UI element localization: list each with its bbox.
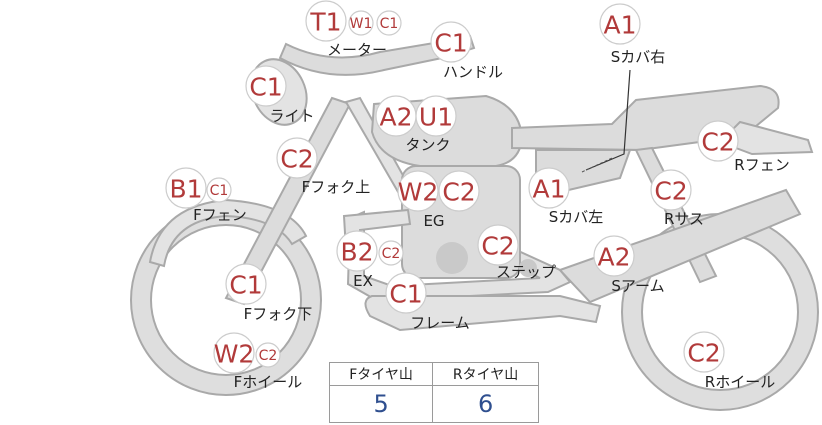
part-label: Rフェン — [734, 156, 789, 174]
part-label: フレーム — [410, 314, 470, 332]
grade-code: C2 — [654, 177, 687, 206]
part-label: Sカバ右 — [611, 48, 666, 66]
part-label: メーター — [327, 41, 387, 59]
part-label: ステップ — [496, 263, 556, 281]
grade-badge — [528, 167, 570, 209]
grade-badge — [697, 120, 739, 162]
grade-badge — [206, 177, 232, 203]
grade-badge — [165, 167, 207, 209]
step-peg — [519, 259, 537, 277]
grade-code: A1 — [532, 175, 565, 204]
grade-badge — [255, 342, 281, 368]
part-label: Sアーム — [611, 277, 664, 295]
part-label: ライト — [269, 107, 314, 125]
grade-badge — [213, 332, 255, 374]
grade-badge — [593, 235, 635, 277]
grade-code: C2 — [259, 348, 278, 364]
grade-code: A1 — [603, 11, 636, 40]
grade-badge — [415, 95, 457, 137]
part-step: C2 ステップ — [477, 224, 556, 281]
grade-code: C2 — [701, 128, 734, 157]
grade-code: C2 — [442, 178, 475, 207]
grade-badge — [348, 10, 374, 36]
grade-code: C2 — [382, 246, 401, 262]
part-handle: C1 ハンドル — [430, 21, 503, 81]
grade-badge — [336, 230, 378, 272]
grade-badge — [378, 240, 404, 266]
grade-badge — [245, 65, 287, 107]
grade-code: C1 — [380, 16, 399, 32]
part-frame: C1 フレーム — [385, 272, 470, 332]
tire-tread-table: Fタイヤ山 Rタイヤ山 5 6 — [328, 362, 539, 423]
side-cover-right-dash — [581, 157, 613, 173]
grade-code: B1 — [169, 175, 202, 204]
grade-badge — [599, 3, 641, 45]
frame-lower-shape — [364, 295, 602, 332]
grade-code: C2 — [280, 145, 313, 174]
grade-badge — [430, 21, 472, 63]
grade-code: C1 — [389, 280, 422, 309]
grade-code: W2 — [214, 340, 255, 369]
grade-code: C2 — [481, 232, 514, 261]
part-label: Sカバ左 — [549, 208, 604, 226]
grade-code: T1 — [309, 8, 341, 37]
grade-badge — [385, 272, 427, 314]
part-label: Fフォク上 — [302, 178, 371, 196]
grade-code: W1 — [350, 16, 373, 32]
grade-badge — [225, 263, 267, 305]
grade-code: C1 — [249, 73, 282, 102]
grade-code: A2 — [379, 103, 412, 132]
grade-code: U1 — [419, 103, 453, 132]
side-cover-right-leader — [585, 69, 631, 171]
grade-badge — [305, 0, 347, 42]
front-tread-label: Fタイヤ山 — [328, 362, 434, 386]
grade-badge — [276, 137, 318, 179]
part-label: タンク — [405, 136, 450, 154]
grade-badge — [438, 170, 480, 212]
grade-badge — [477, 224, 519, 266]
part-label: Fフォク下 — [244, 305, 313, 323]
rear-tread-value: 6 — [432, 385, 539, 423]
front-tread-value: 5 — [328, 385, 434, 423]
part-light: C1 ライト — [245, 65, 315, 125]
grade-code: B2 — [340, 238, 373, 267]
grade-badge — [683, 331, 725, 373]
grade-code: C1 — [434, 29, 467, 58]
grade-badge — [376, 10, 402, 36]
grade-badge — [397, 170, 439, 212]
part-label: Rサス — [664, 210, 704, 228]
part-label: Fフェン — [193, 206, 247, 224]
grade-code: A2 — [597, 243, 630, 272]
part-label: ハンドル — [443, 63, 503, 81]
part-label: EG — [423, 212, 444, 230]
grade-code: C1 — [210, 183, 229, 199]
part-label: Fホイール — [234, 373, 303, 391]
grade-code: C2 — [687, 339, 720, 368]
part-label: EX — [353, 272, 373, 290]
engine-cover — [436, 242, 468, 274]
part-label: Rホイール — [705, 373, 775, 391]
grade-code: C1 — [229, 271, 262, 300]
front-fender-shape — [148, 198, 308, 268]
grade-code: W2 — [398, 178, 439, 207]
rear-tread-label: Rタイヤ山 — [432, 362, 539, 386]
grade-badge — [650, 169, 692, 211]
part-meter: T1 W1 C1 メーター — [305, 0, 402, 59]
